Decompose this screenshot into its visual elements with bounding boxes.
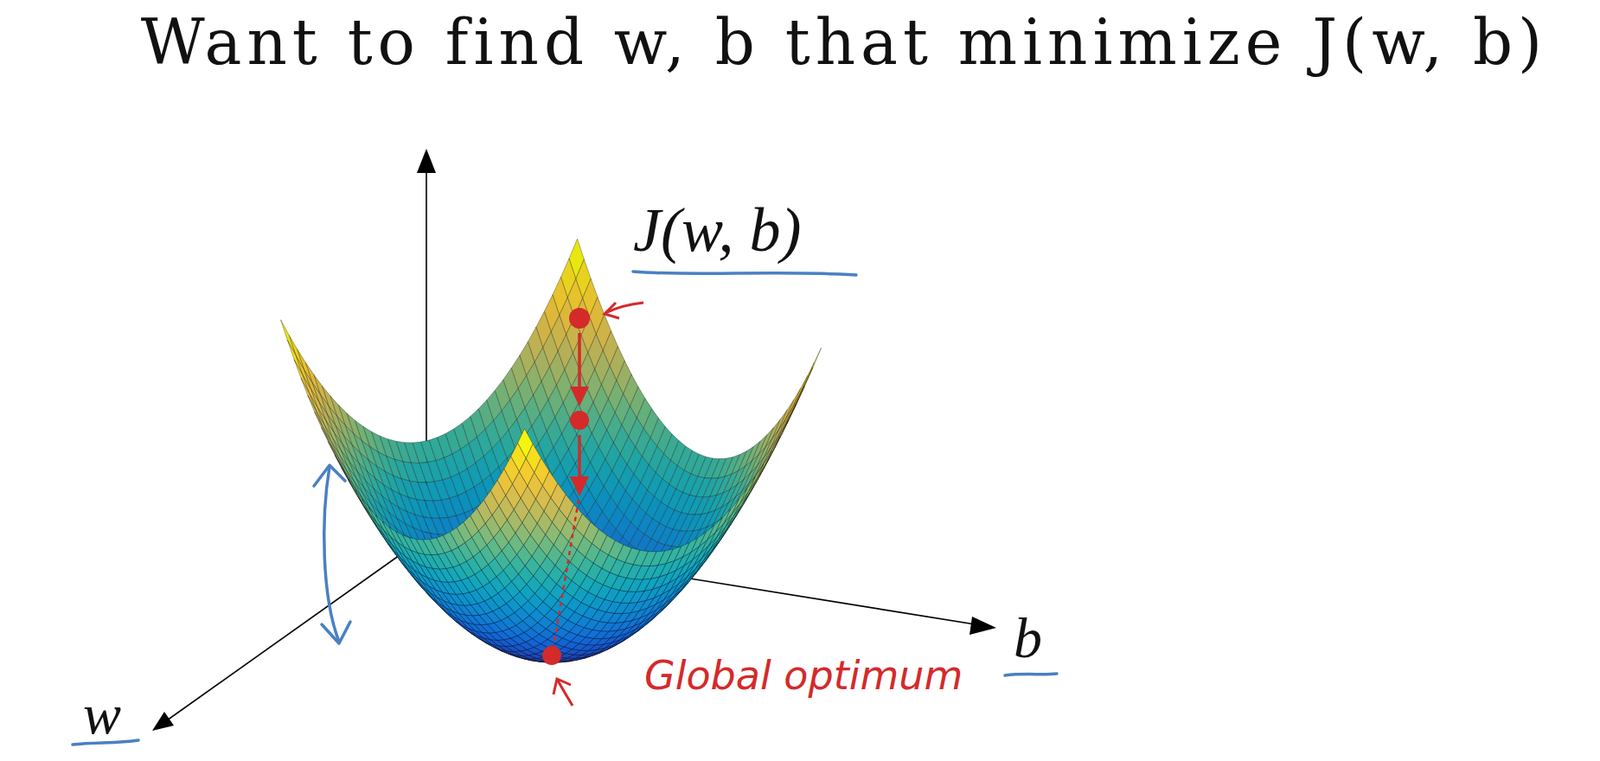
cost-label: J(w, b) <box>633 198 802 262</box>
w-axis <box>160 536 427 725</box>
surface-cell <box>762 437 778 466</box>
surface-cell <box>307 395 323 427</box>
surface-cell <box>345 469 361 497</box>
surface-cell <box>770 418 786 448</box>
surface-cell <box>294 359 309 394</box>
blue-annotations <box>72 271 1057 745</box>
height-arrowhead <box>313 465 346 487</box>
step-arrowhead <box>569 476 589 497</box>
surface-cell <box>755 448 771 475</box>
surface-cell <box>309 393 325 425</box>
title: Want to find w, b that minimize J(w, b) <box>140 11 1548 74</box>
surface-cell <box>315 410 331 442</box>
surface-cell <box>362 499 378 523</box>
annotation-note: Global optimum <box>644 655 963 696</box>
start-point <box>569 307 590 329</box>
surface-cell <box>375 515 391 538</box>
dashed-descent <box>553 499 579 647</box>
height-double-arrow <box>324 467 340 642</box>
pointer-arrowhead <box>604 302 620 319</box>
surface-cell <box>786 388 801 420</box>
surface-cell <box>331 441 346 470</box>
surface-cell <box>707 518 723 541</box>
descent-path <box>542 302 644 706</box>
b-underline <box>1004 673 1057 676</box>
surface-cell <box>715 509 730 533</box>
surface-cell <box>302 374 318 408</box>
cost-bowl <box>281 238 822 663</box>
b-axis <box>426 536 986 627</box>
step-arrow <box>577 435 582 481</box>
axes <box>152 148 997 731</box>
optimum-point <box>542 646 562 666</box>
surface-cell <box>518 428 533 459</box>
surface-cell <box>368 507 384 531</box>
surface-cell <box>740 477 756 504</box>
axis-label: w <box>83 685 122 743</box>
surface-cell <box>731 488 747 514</box>
surface-cell <box>322 427 338 457</box>
step-point <box>569 410 589 430</box>
step-arrowhead <box>569 386 589 407</box>
surface-cell <box>281 320 296 356</box>
w-axis-head <box>152 711 174 731</box>
height-arrowhead <box>321 621 351 644</box>
j-axis-head <box>416 148 436 173</box>
b-axis-head <box>969 616 997 635</box>
surface-cell <box>287 339 302 375</box>
surface-cell <box>748 464 763 492</box>
axis-label: b <box>1013 609 1043 667</box>
optimum-pointer-head <box>553 678 571 695</box>
j-underline <box>633 271 857 276</box>
surface-cell <box>300 377 316 411</box>
step-arrow <box>577 332 582 391</box>
surface-cell <box>324 424 340 455</box>
surface-cell <box>723 499 739 524</box>
